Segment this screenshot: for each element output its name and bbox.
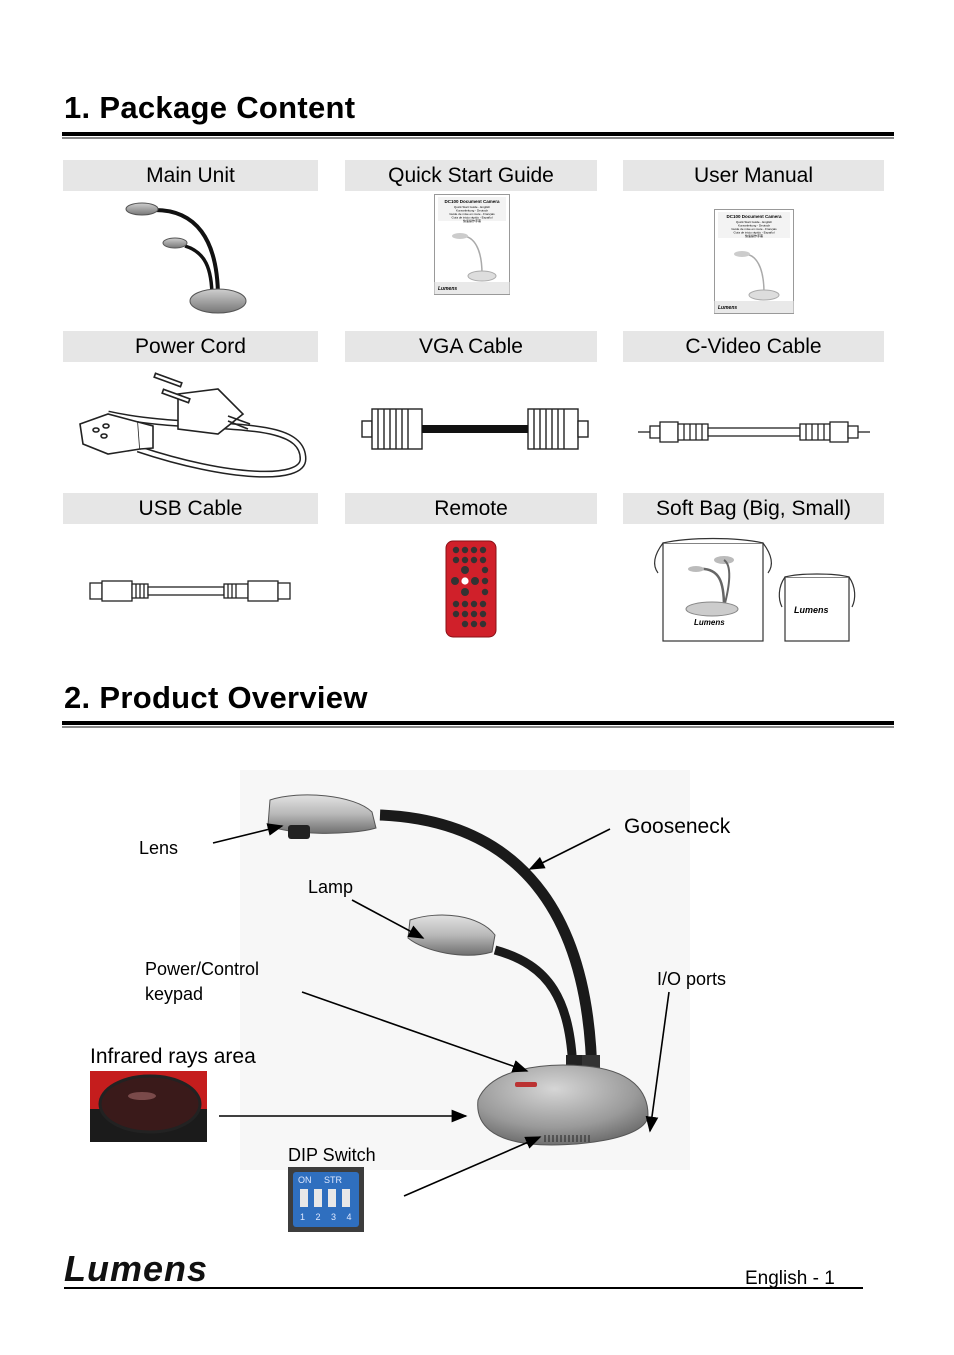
section-title-product-overview: 2. Product Overview — [64, 680, 368, 715]
guide-cover-line: Kurzanleitung - Deutsch — [456, 209, 488, 213]
guide-cover-line: 快速操作手冊 — [463, 218, 481, 223]
guide-cover-line: Guide de mise en route - Français — [449, 212, 495, 216]
manual-cover-line: Kurzanleitung - Deutsch — [738, 224, 770, 228]
label-gooseneck: Gooseneck — [624, 815, 731, 838]
power-cord-image — [79, 372, 307, 478]
soft-bag-image: Lumens Lumens — [653, 537, 856, 642]
footer-logo: Lumens — [64, 1248, 209, 1289]
label-main-unit: Main Unit — [63, 160, 318, 191]
label-remote: Remote — [345, 493, 597, 524]
usb-cable-image — [89, 580, 291, 602]
label-dip-switch: DIP Switch — [288, 1145, 376, 1165]
main-unit-image — [125, 202, 247, 314]
dip-str-text: STR — [324, 1175, 343, 1185]
page-number: English - 1 — [745, 1268, 835, 1289]
manual-cover-brand: Lumens — [718, 305, 737, 311]
label-c-video-cable: C-Video Cable — [623, 331, 884, 362]
vga-cable-image — [361, 408, 589, 450]
dip-switch-image: ON STR 1 2 3 4 — [288, 1167, 364, 1232]
manual-cover-line: Guía de inicio rápido - Español — [733, 231, 774, 235]
label-infrared: Infrared rays area — [90, 1045, 256, 1068]
footer-rule — [64, 1287, 863, 1289]
manual-cover-title: DC100 Document Camera — [726, 214, 782, 219]
label-keypad: keypad — [145, 984, 204, 1004]
big-bag-brand: Lumens — [694, 618, 725, 627]
product-photo — [240, 770, 690, 1170]
guide-cover-line: Quick Start Guide - English — [454, 205, 491, 209]
section-rule-shadow — [62, 137, 894, 139]
guide-cover-line: Guía de inicio rápido - Español — [451, 216, 492, 220]
dip-numbers: 1 2 3 4 — [300, 1212, 356, 1222]
manual-cover-line: Quick Start Guide - English — [736, 220, 773, 224]
label-usb-cable: USB Cable — [63, 493, 318, 524]
label-vga-cable: VGA Cable — [345, 331, 597, 362]
label-lamp: Lamp — [308, 877, 354, 897]
small-bag-brand: Lumens — [794, 605, 829, 615]
section-rule-shadow — [62, 726, 894, 728]
dip-on-text: ON — [298, 1175, 312, 1185]
manual-cover-line: Guide de mise en route - Français — [731, 227, 777, 231]
c-video-cable-image — [638, 421, 870, 443]
user-manual-image: DC100 Document Camera Quick Start Guide … — [714, 209, 794, 314]
quick-start-guide-image: DC100 Document Camera Quick Start Guide … — [434, 194, 510, 295]
section-rule — [62, 132, 894, 136]
label-quick-start-guide: Quick Start Guide — [345, 160, 597, 191]
label-io-ports: I/O ports — [657, 969, 727, 989]
label-soft-bag: Soft Bag (Big, Small) — [623, 493, 884, 524]
label-lens: Lens — [139, 838, 179, 858]
label-power-control: Power/Control — [145, 959, 260, 979]
manual-cover-line: 快速操作手冊 — [745, 233, 763, 238]
section-title-package-content: 1. Package Content — [64, 90, 356, 125]
guide-cover-title: DC100 Document Camera — [444, 199, 500, 204]
label-power-cord: Power Cord — [63, 331, 318, 362]
label-user-manual: User Manual — [623, 160, 884, 191]
section-rule — [62, 721, 894, 725]
guide-cover-brand: Lumens — [438, 286, 457, 292]
infrared-area-image — [90, 1071, 207, 1142]
remote-image — [445, 540, 497, 638]
